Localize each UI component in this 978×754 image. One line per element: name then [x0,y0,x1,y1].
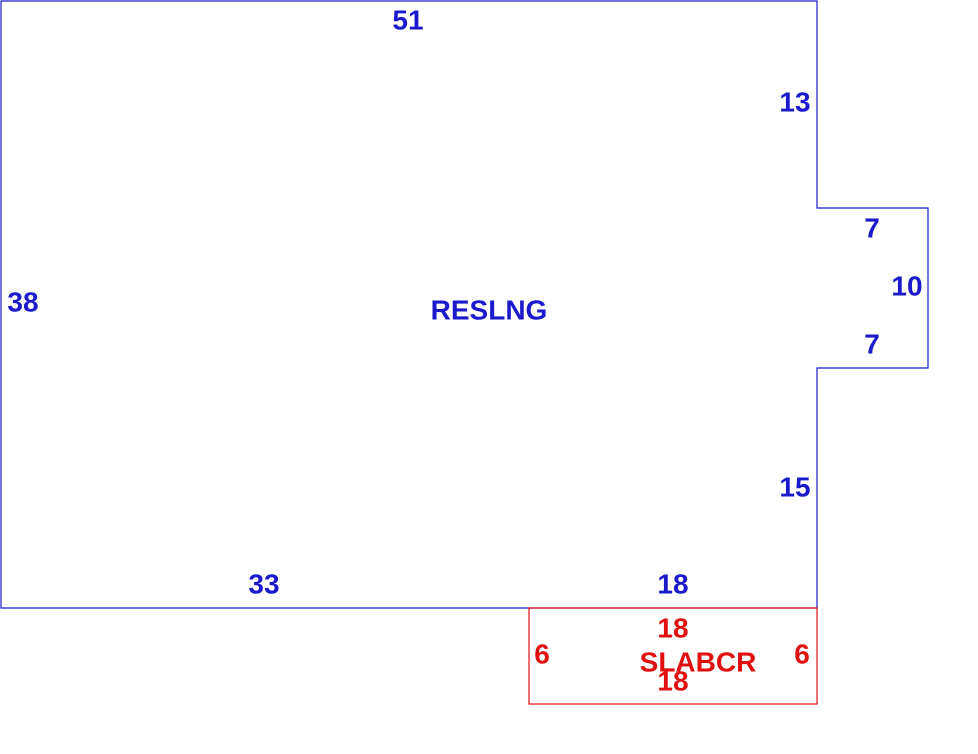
dimension-bottom-left: 33 [248,568,279,599]
addition-area-label: SLABCR [640,646,757,677]
addition-dimension-left: 6 [534,638,550,669]
dimension-right-upper: 13 [779,86,810,117]
main-area-outline [0,0,929,609]
dimension-bump-bottom: 7 [864,328,880,359]
dimension-top: 51 [392,4,423,35]
main-area-label: RESLNG [431,294,548,325]
dimension-left: 38 [7,286,38,317]
dimension-bottom-right: 18 [657,568,688,599]
addition-dimension-top: 18 [657,612,688,643]
dimension-bump-top: 7 [864,212,880,243]
dimension-bump-side: 10 [891,270,922,301]
addition-dimension-right: 6 [794,638,810,669]
addition-area-outline [528,607,818,705]
addition-dimension-bottom: 18 [657,665,688,696]
dimension-right-lower: 15 [779,471,810,502]
